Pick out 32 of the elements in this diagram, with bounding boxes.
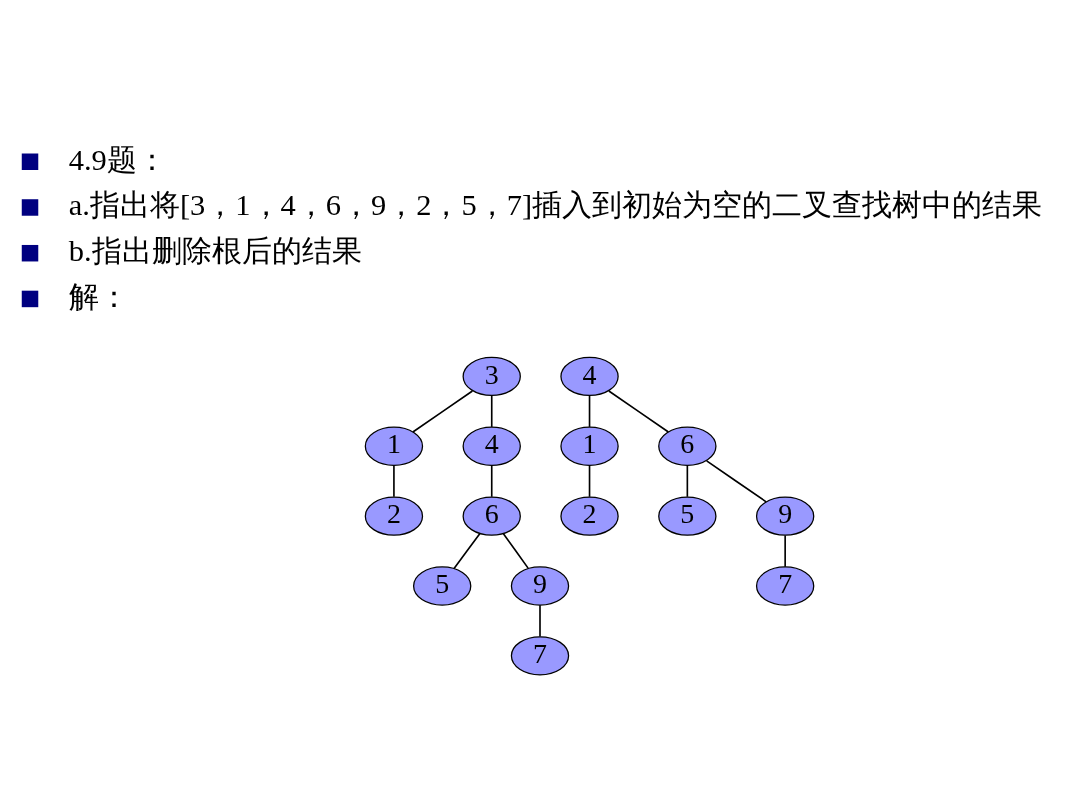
node-ellipse: 4 <box>462 426 521 466</box>
node-ellipse: 1 <box>560 426 619 466</box>
connector <box>412 390 474 433</box>
connector <box>608 390 670 433</box>
connector <box>490 394 493 428</box>
node-ellipse: 6 <box>658 426 717 466</box>
connector <box>686 464 689 498</box>
node-ellipse: 9 <box>510 566 570 606</box>
node-ellipse: 5 <box>412 566 472 606</box>
node-ellipse: 1 <box>364 426 424 466</box>
node-ellipse: 5 <box>658 496 717 536</box>
connector <box>588 394 591 428</box>
label: 解： <box>68 279 129 314</box>
connector <box>453 532 481 570</box>
connector <box>539 604 541 638</box>
connector <box>393 464 395 498</box>
label: a.指出将[3，1，4，6，9，2，5，7]插入到初始为空的二叉查找树中的结果 <box>68 188 1043 223</box>
node-ellipse: 7 <box>510 636 570 676</box>
connector <box>502 532 529 569</box>
node-ellipse: 2 <box>560 496 619 536</box>
node-ellipse: 3 <box>462 356 521 397</box>
label: 4.9题： <box>68 142 167 177</box>
node-ellipse: 2 <box>364 496 424 536</box>
connector <box>784 534 786 568</box>
connector <box>705 460 768 503</box>
node-ellipse: 7 <box>755 566 815 606</box>
node-ellipse: 6 <box>462 496 521 536</box>
node-ellipse: 9 <box>755 496 815 536</box>
node-ellipse: 4 <box>560 356 619 397</box>
label: b.指出删除根后的结果 <box>68 234 362 269</box>
connector <box>490 464 493 498</box>
connector <box>588 464 591 498</box>
